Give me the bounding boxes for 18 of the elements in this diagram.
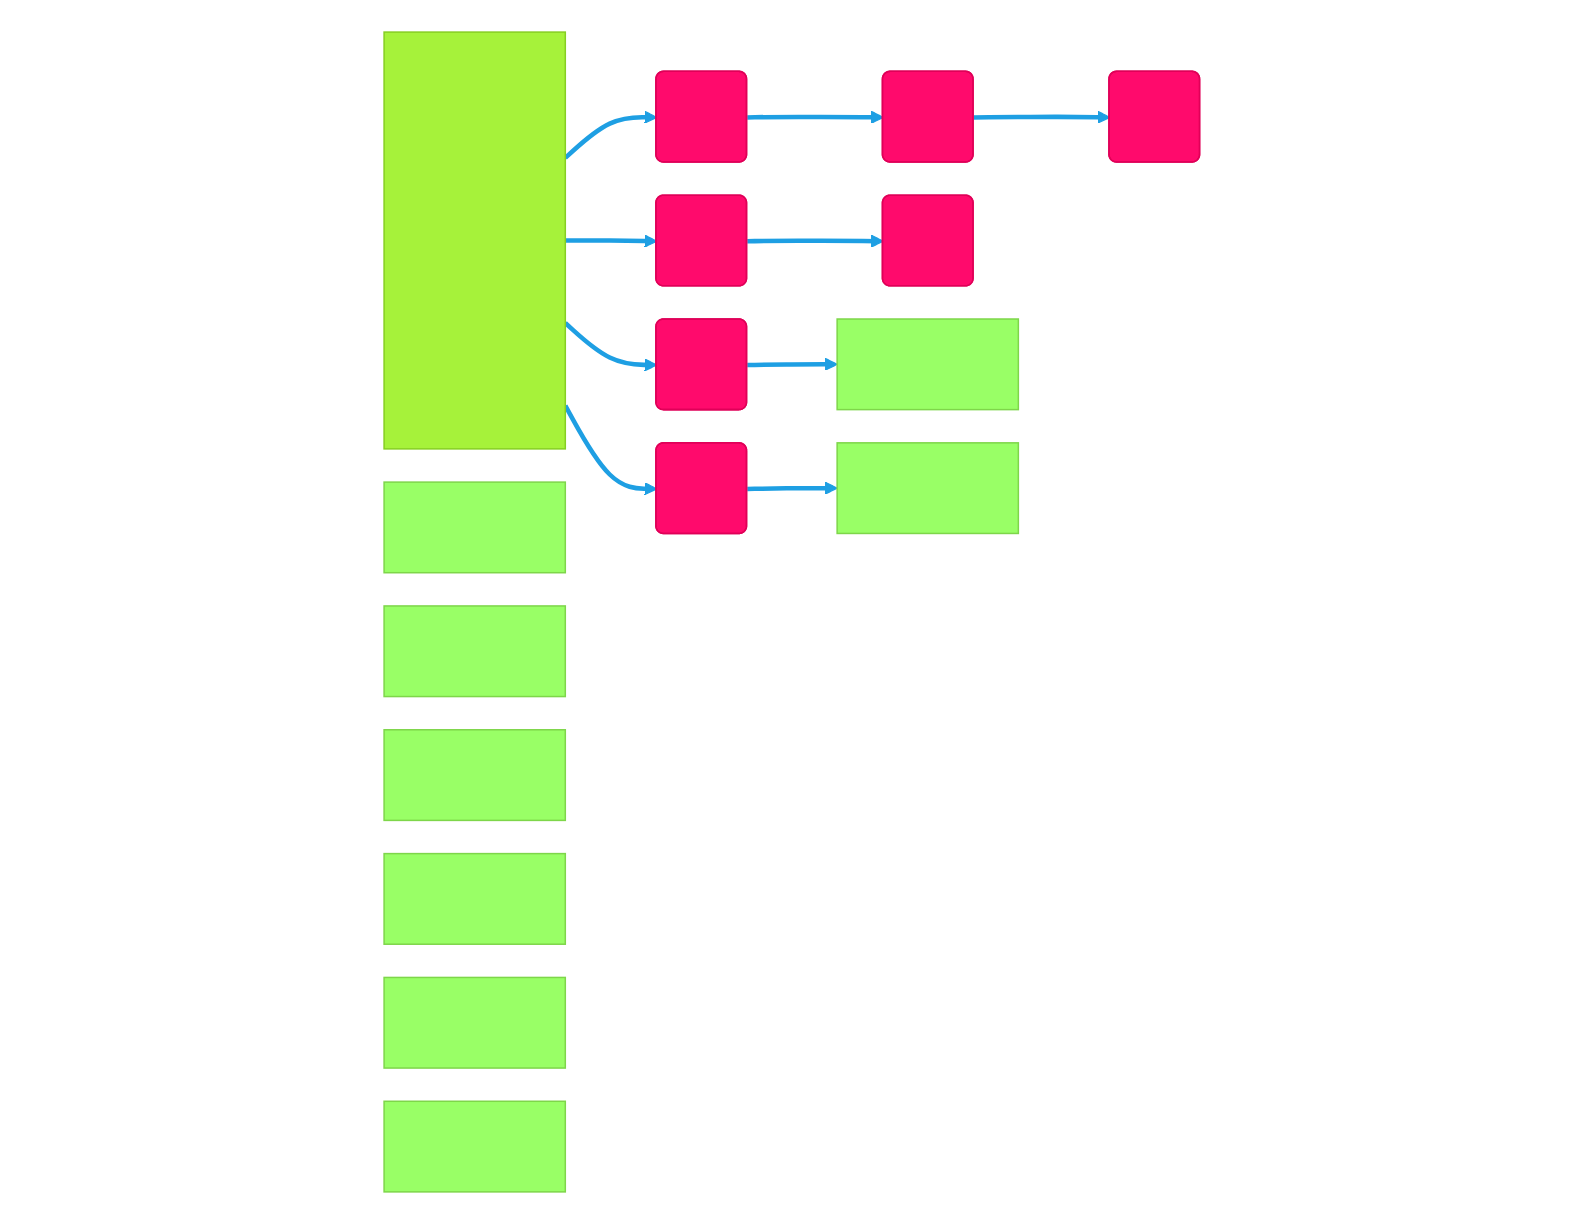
arrow: [565, 234, 658, 248]
arrow: [747, 357, 838, 371]
node-box: [383, 605, 567, 698]
node-box: [383, 31, 567, 450]
arrow: [973, 110, 1111, 124]
arrow: [747, 234, 884, 248]
node-box: [383, 852, 567, 945]
arrow: [747, 481, 838, 495]
arrow: [563, 404, 658, 496]
node-box: [836, 442, 1020, 535]
node-box: [836, 318, 1020, 411]
arrow: [563, 110, 658, 160]
arrow: [563, 321, 658, 372]
node-box: [383, 481, 567, 574]
node-box: [383, 729, 567, 822]
node-box: [383, 976, 567, 1069]
arrow: [747, 110, 884, 124]
node-box: [383, 1100, 567, 1193]
